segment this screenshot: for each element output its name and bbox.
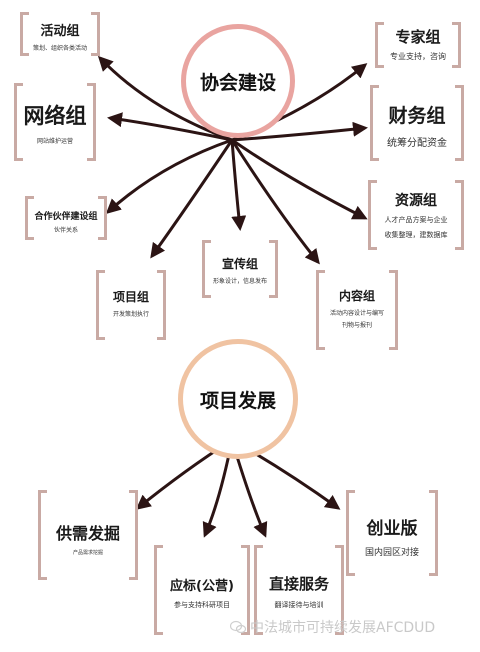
group-project: 项目组 开发策划执行 bbox=[96, 270, 166, 340]
arrow-to-partner bbox=[105, 138, 233, 215]
project-tender: 应标(公营) 参与支持科研项目 bbox=[154, 545, 250, 635]
group-finance-sub: 统筹分配资金 bbox=[387, 138, 447, 149]
group-resource: 资源组 人才产品方案与企业 收集整理，建数据库 bbox=[368, 180, 464, 250]
wechat-icon bbox=[230, 620, 246, 634]
group-finance: 财务组 统筹分配资金 bbox=[370, 85, 464, 161]
group-partner-sub: 伙伴关系 bbox=[53, 227, 78, 234]
group-resource-sub2: 收集整理，建数据库 bbox=[384, 231, 448, 239]
project-tender-title: 应标(公营) bbox=[170, 579, 234, 594]
project-direct-service: 直接服务 翻译接待与培训 bbox=[254, 545, 344, 635]
group-resource-title: 资源组 bbox=[395, 193, 437, 209]
project-direct-service-title: 直接服务 bbox=[268, 575, 329, 593]
group-resource-sub: 人才产品方案与企业 bbox=[384, 216, 448, 224]
project-direct-service-sub: 翻译接待与培训 bbox=[274, 601, 324, 609]
arrow-to-publicity bbox=[230, 139, 247, 231]
arrow-to-content bbox=[230, 139, 320, 265]
group-publicity-sub: 形象设计，信息发布 bbox=[212, 278, 267, 285]
group-content-sub: 活动内容设计与编写 bbox=[329, 310, 384, 317]
center-association-building: 协会建设 bbox=[181, 24, 295, 138]
project-supply-demand-sub: 产品需求挖掘 bbox=[72, 550, 103, 556]
group-experts-title: 专家组 bbox=[395, 28, 441, 46]
group-experts: 专家组 专业支持，咨询 bbox=[375, 22, 461, 68]
arrow-to-resource bbox=[231, 138, 368, 220]
center-top-label: 协会建设 bbox=[199, 71, 276, 94]
group-activity-title: 活动组 bbox=[40, 24, 80, 39]
project-tender-sub: 参与支持科研项目 bbox=[174, 601, 230, 609]
group-partner: 合作伙伴建设组 伙伴关系 bbox=[25, 196, 107, 240]
project-supply-demand-title: 供需发掘 bbox=[55, 524, 120, 543]
arrow-to-finance bbox=[231, 121, 368, 142]
group-network-sub: 网站维护运营 bbox=[36, 138, 73, 145]
group-publicity-title: 宣传组 bbox=[221, 257, 258, 271]
group-experts-sub: 专业支持，咨询 bbox=[390, 52, 446, 61]
arrow-to-network bbox=[107, 112, 233, 142]
group-activity-sub: 策划、组织各类活动 bbox=[32, 45, 87, 52]
group-project-title: 项目组 bbox=[112, 290, 149, 304]
project-supply-demand: 供需发掘 产品需求挖掘 bbox=[38, 490, 138, 580]
group-project-sub: 开发策划执行 bbox=[112, 311, 149, 318]
watermark: 中法城市可持续发展AFCDUD bbox=[250, 620, 436, 636]
arrow-to-project bbox=[150, 139, 234, 259]
group-content-title: 内容组 bbox=[338, 289, 375, 303]
group-activity: 活动组 策划、组织各类活动 bbox=[20, 12, 100, 56]
project-startup-sub: 国内园区对接 bbox=[364, 548, 419, 558]
group-finance-title: 财务组 bbox=[388, 105, 446, 127]
group-partner-title: 合作伙伴建设组 bbox=[34, 212, 98, 222]
group-content-sub2: 刊物与报刊 bbox=[341, 322, 372, 329]
center-bottom-label: 项目发展 bbox=[199, 389, 276, 412]
group-network: 网络组 网站维护运营 bbox=[14, 83, 96, 161]
group-content: 内容组 活动内容设计与编写 刊物与报刊 bbox=[316, 270, 398, 350]
group-publicity: 宣传组 形象设计，信息发布 bbox=[202, 240, 278, 298]
group-network-title: 网络组 bbox=[23, 104, 87, 128]
center-project-development: 项目发展 bbox=[178, 339, 298, 459]
project-startup-title: 创业版 bbox=[366, 519, 418, 539]
project-startup: 创业版 国内园区对接 bbox=[346, 490, 438, 576]
